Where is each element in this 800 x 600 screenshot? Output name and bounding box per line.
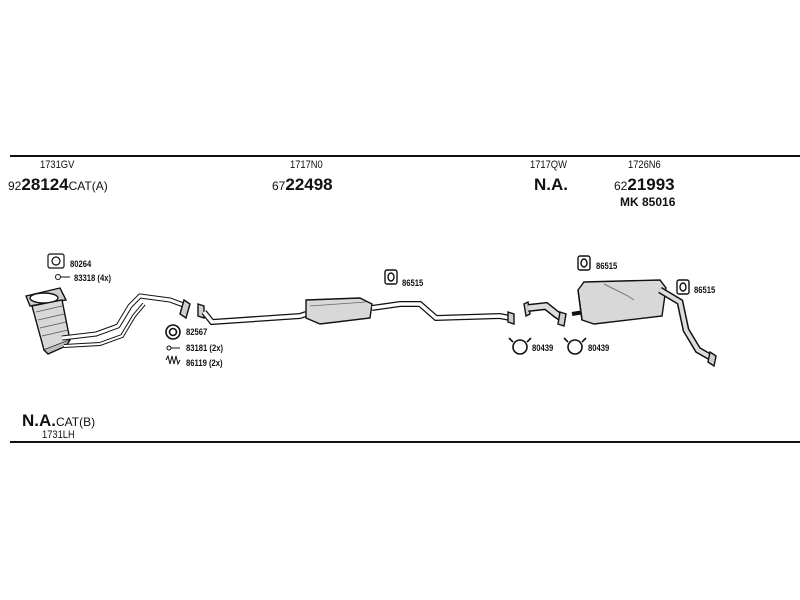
bottom-suffix: CAT(B) xyxy=(56,415,96,429)
bolts-icon[interactable] xyxy=(55,274,71,280)
front-pipe-prefix: 67 xyxy=(272,179,286,193)
catalytic-converter-part[interactable] xyxy=(25,287,191,355)
front-pipe-part-number: 6722498 xyxy=(272,176,333,193)
bolt-2x-label: 83181 (2x) xyxy=(186,343,224,353)
catalyst-code: 1731GV xyxy=(40,159,75,171)
catalyst-part-number: 9228124CAT(A) xyxy=(8,176,108,193)
spring-icon[interactable] xyxy=(165,354,181,366)
bottom-status: N.A. xyxy=(22,411,56,430)
hanger-mid-icon[interactable] xyxy=(384,269,398,285)
clamp-right-label: 80439 xyxy=(588,343,610,353)
catalyst-number: 28124 xyxy=(21,175,69,194)
clamp-left-label: 80439 xyxy=(532,343,554,353)
bottom-part-label: N.A.CAT(B) xyxy=(22,412,95,430)
middle-status: N.A. xyxy=(534,175,568,194)
hanger-rear-top-label: 86515 xyxy=(596,261,618,271)
front-pipe-code: 1717N0 xyxy=(290,159,323,171)
hanger-mid-label: 86515 xyxy=(402,278,424,288)
bottom-code: 1731LH xyxy=(42,429,75,441)
ring-gasket-icon[interactable] xyxy=(165,324,181,340)
gasket-top-label: 80264 xyxy=(70,259,92,269)
gasket-icon[interactable] xyxy=(47,253,65,269)
spring-2x-label: 86119 (2x) xyxy=(186,358,223,368)
catalyst-prefix: 92 xyxy=(8,179,22,193)
front-pipe-part[interactable] xyxy=(197,297,515,326)
front-pipe-number: 22498 xyxy=(285,175,333,194)
rear-number: 21993 xyxy=(627,175,675,194)
hanger-rear-top-icon[interactable] xyxy=(577,255,591,271)
rear-muffler-part[interactable] xyxy=(571,279,717,368)
clamp-right-icon[interactable] xyxy=(563,337,587,355)
clamp-left-icon[interactable] xyxy=(508,337,532,355)
hanger-rear-right-label: 86515 xyxy=(694,285,716,295)
rear-kit-number: MK 85016 xyxy=(620,195,676,209)
rear-code: 1726N6 xyxy=(628,159,661,171)
ring-label: 82567 xyxy=(186,327,208,337)
bolts-4x-label: 83318 (4x) xyxy=(74,273,112,283)
catalyst-suffix: CAT(A) xyxy=(68,179,108,193)
middle-code: 1717QW xyxy=(530,159,567,171)
hanger-rear-right-icon[interactable] xyxy=(676,279,690,295)
rear-part-number: 6221993 xyxy=(614,176,675,193)
rear-prefix: 62 xyxy=(614,179,628,193)
bolt-icon[interactable] xyxy=(166,345,180,351)
middle-connector-part[interactable] xyxy=(523,300,567,327)
